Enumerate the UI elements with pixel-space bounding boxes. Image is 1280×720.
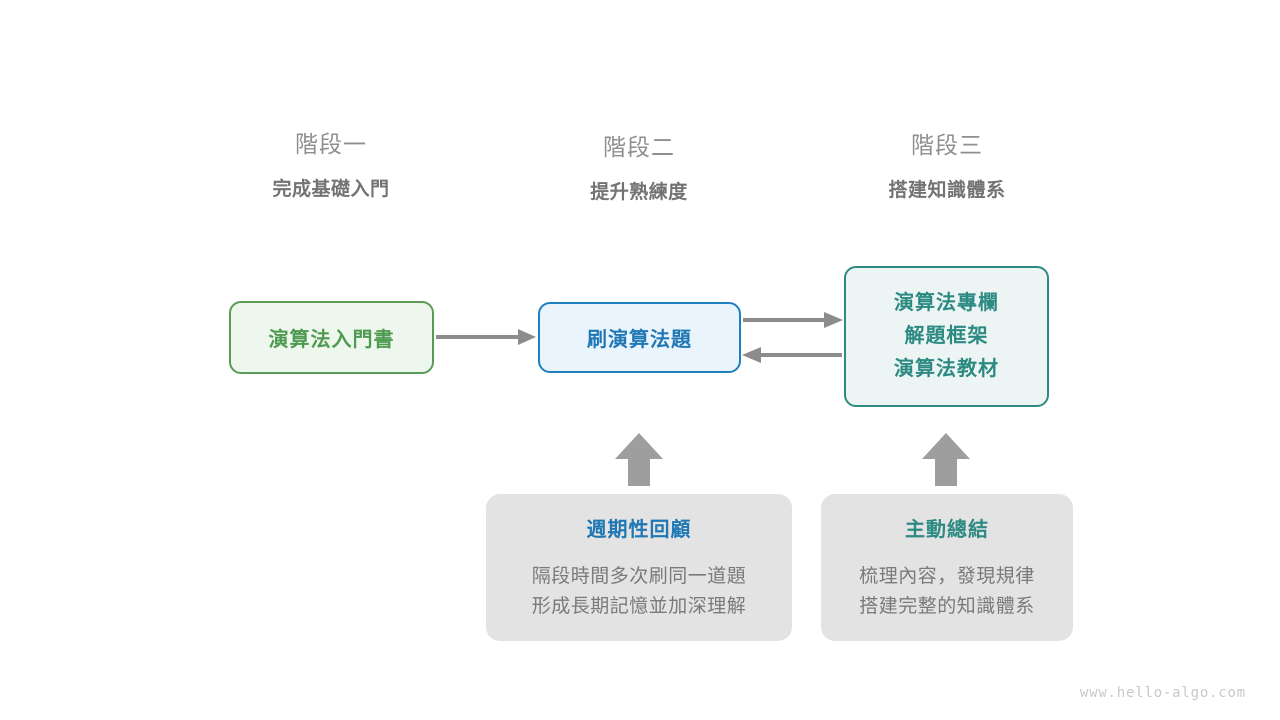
arrow-summary-to-resources bbox=[922, 433, 970, 486]
stage-title-3: 階段三 bbox=[911, 132, 983, 158]
watermark: www.hello-algo.com bbox=[1079, 685, 1246, 701]
note-card-active-summary-body: 梳理內容，發現規律 搭建完整的知識體系 bbox=[821, 562, 1073, 622]
flow-box-resources-line-2: 解題框架 bbox=[904, 325, 989, 347]
arrow-book-to-practice bbox=[436, 329, 536, 345]
note-card-periodic-review-body: 隔段時間多次刷同一道題 形成長期記憶並加深理解 bbox=[486, 562, 792, 622]
flow-box-intro-book[interactable]: 演算法入門書 bbox=[229, 301, 434, 374]
stage-subtitle-1: 完成基礎入門 bbox=[272, 179, 390, 200]
flow-box-practice-problems-label: 刷演算法題 bbox=[587, 329, 692, 351]
arrow-review-to-practice bbox=[615, 433, 663, 486]
flow-box-resources-line-3: 演算法教材 bbox=[894, 358, 999, 380]
note-body-line-2: 形成長期記憶並加深理解 bbox=[531, 596, 747, 617]
stage-subtitle-3: 搭建知識體系 bbox=[888, 180, 1006, 201]
note-body-line-2: 搭建完整的知識體系 bbox=[859, 596, 1035, 617]
stage-header-3: 階段三 搭建知識體系 bbox=[817, 130, 1077, 205]
note-body-line-1: 隔段時間多次刷同一道題 bbox=[531, 566, 747, 587]
flow-box-practice-problems[interactable]: 刷演算法題 bbox=[538, 302, 741, 373]
stage-title-2: 階段二 bbox=[603, 134, 675, 160]
note-body-line-1: 梳理內容，發現規律 bbox=[859, 566, 1035, 587]
stage-subtitle-2: 提升熟練度 bbox=[590, 182, 688, 203]
stage-title-1: 階段一 bbox=[295, 131, 367, 157]
note-card-active-summary-title: 主動總結 bbox=[905, 519, 989, 541]
flow-box-resources-line-1: 演算法專欄 bbox=[894, 292, 999, 314]
note-card-active-summary[interactable]: 主動總結 梳理內容，發現規律 搭建完整的知識體系 bbox=[821, 494, 1073, 641]
stage-header-2: 階段二 提升熟練度 bbox=[509, 132, 769, 207]
note-card-periodic-review[interactable]: 週期性回顧 隔段時間多次刷同一道題 形成長期記憶並加深理解 bbox=[486, 494, 792, 641]
stage-header-1: 階段一 完成基礎入門 bbox=[201, 129, 461, 204]
arrow-resources-to-practice bbox=[742, 347, 842, 363]
note-card-periodic-review-title: 週期性回顧 bbox=[586, 519, 692, 541]
flow-box-intro-book-label: 演算法入門書 bbox=[268, 329, 395, 351]
arrow-practice-to-resources bbox=[743, 312, 843, 328]
flow-box-resources[interactable]: 演算法專欄 解題框架 演算法教材 bbox=[844, 266, 1049, 407]
